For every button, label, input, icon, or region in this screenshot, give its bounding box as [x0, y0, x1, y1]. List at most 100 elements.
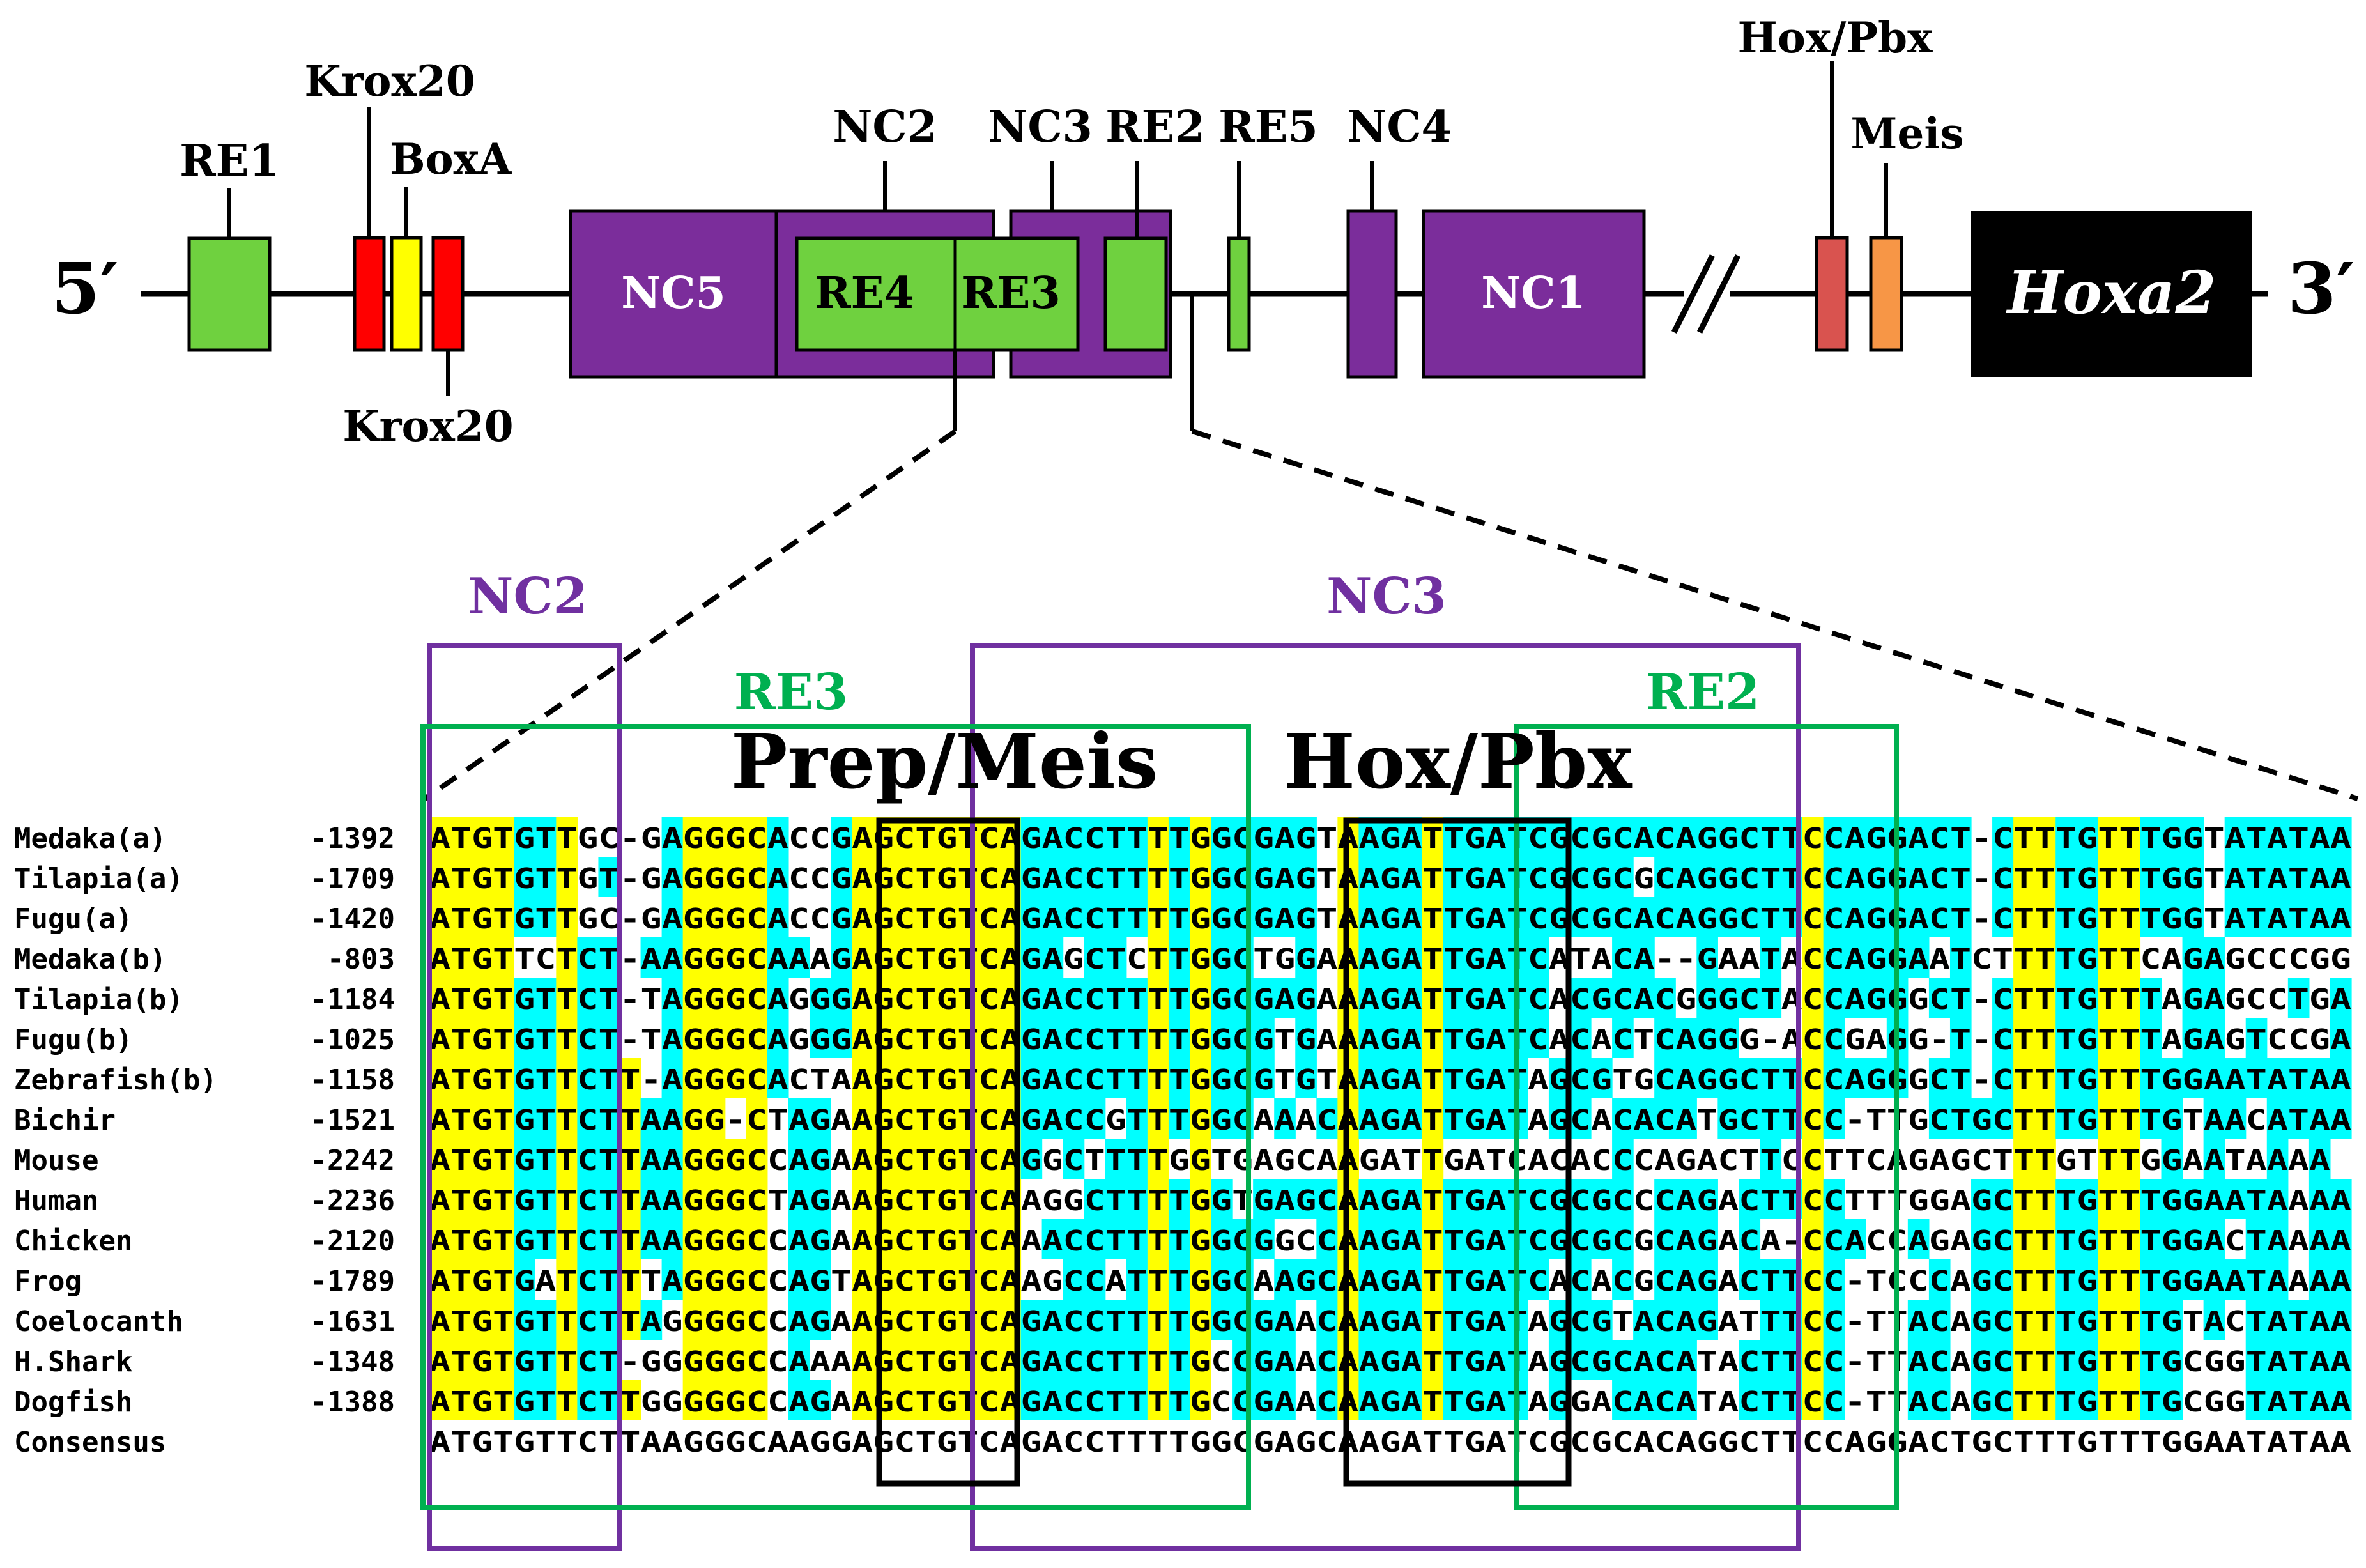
alignment-shade-cell [1907, 817, 1930, 857]
alignment-shade-cell [1422, 978, 1444, 1018]
alignment-shade-cell [894, 1300, 916, 1340]
alignment-shade-cell [1147, 1380, 1169, 1420]
alignment-shade-cell [472, 897, 493, 937]
alignment-shade-cell [1401, 1018, 1423, 1058]
alignment-shade-cell [429, 1340, 451, 1380]
alignment-shade-cell [809, 1018, 831, 1058]
alignment-shade-cell [2013, 1259, 2035, 1300]
alignment-shade-cell [1168, 857, 1190, 897]
alignment-shade-cell [472, 857, 493, 897]
alignment-shade-cell [1379, 1380, 1402, 1420]
alignment-shade-cell [2119, 1300, 2141, 1340]
alignment-shade-cell [1401, 937, 1423, 978]
alignment-shade-cell [957, 1259, 979, 1300]
alignment-shade-cell [598, 857, 620, 897]
alignment-shade-cell [514, 1380, 535, 1420]
alignment-shade-cell [1211, 1098, 1233, 1139]
alignment-shade-cell [2098, 1340, 2119, 1380]
alignment-shade-cell [725, 1219, 747, 1259]
alignment-shade-cell [1739, 857, 1761, 897]
alignment-shade-cell [1717, 857, 1739, 897]
alignment-shade-cell [493, 937, 514, 978]
alignment-shade-cell [852, 1300, 873, 1340]
alignment-shade-cell [1105, 937, 1127, 978]
alignment-shade-cell [1379, 937, 1402, 978]
alignment-shade-cell [1147, 1098, 1169, 1139]
alignment-shade-cell [2224, 1179, 2247, 1219]
alignment-shade-cell [535, 1300, 557, 1340]
alignment-shade-cell [2077, 1340, 2098, 1380]
alignment-shade-cell [746, 1219, 768, 1259]
alignment-shade-cell [535, 1098, 557, 1139]
alignment-shade-cell [1992, 1340, 2014, 1380]
alignment-shade-cell [1189, 817, 1211, 857]
alignment-shade-cell [2119, 1058, 2141, 1098]
alignment-shade-cell [1295, 1018, 1317, 1058]
alignment-shade-cell [1274, 1098, 1296, 1139]
alignment-shade-cell [2224, 817, 2247, 857]
alignment-shade-cell [640, 1098, 663, 1139]
alignment-shade-cell [936, 1098, 958, 1139]
alignment-shade-cell [682, 1058, 705, 1098]
alignment-shade-cell [493, 1098, 514, 1139]
alignment-shade-cell [2266, 857, 2289, 897]
sequence-text: ATGTGTTGC-GAGGGCACCGAGCTGTCAGACCTTTTGGCG… [429, 903, 2351, 935]
five-prime-label: 5′ [51, 247, 119, 330]
alignment-shade-cell [2330, 857, 2352, 897]
alignment-shade-cell [1253, 817, 1275, 857]
sequence-text: ATGTGTTCT-TAGGGCAGGGAGCTGTCAGACCTTTTGGCG… [429, 983, 2351, 1016]
re3-region-box [420, 724, 1251, 1510]
alignment-shade-cell [1105, 817, 1127, 857]
alignment-shade-cell [1612, 1380, 1634, 1420]
alignment-shade-cell [2182, 1259, 2204, 1300]
alignment-shade-cell [2161, 1139, 2183, 1179]
alignment-shade-cell [1379, 857, 1402, 897]
alignment-shade-cell [1591, 978, 1613, 1018]
alignment-shade-cell [915, 897, 937, 937]
alignment-shade-cell [1865, 1058, 1887, 1098]
alignment-shade-cell [2140, 1340, 2162, 1380]
alignment-shade-cell [514, 817, 535, 857]
alignment-shade-cell [2203, 978, 2225, 1018]
alignment-shade-cell [1020, 897, 1043, 937]
alignment-shade-cell [2161, 1058, 2183, 1098]
alignment-shade-cell [1464, 1259, 1486, 1300]
alignment-shade-cell [2098, 1259, 2119, 1300]
sequence-text: ATGTGTTCT-TAGGGCAGGGAGCTGTCAGACCTTTTGGCG… [429, 1024, 2351, 1056]
alignment-shade-cell [2013, 817, 2035, 857]
alignment-shade-cell [1316, 1380, 1338, 1420]
alignment-shade-cell [472, 1179, 493, 1219]
alignment-shade-cell [1527, 1259, 1549, 1300]
alignment-shade-cell [746, 1259, 768, 1300]
sequence-text: ATGTGTTCTTAAGG-CTAGAAGCTGTCAGACCGTTTGGCA… [429, 1104, 2351, 1137]
alignment-shade-cell [831, 817, 852, 857]
re4-label: RE4 [815, 268, 914, 319]
alignment-shade-cell [746, 817, 768, 857]
alignment-shade-cell [450, 897, 472, 937]
alignment-shade-cell [1211, 897, 1233, 937]
alignment-shade-cell [2077, 1380, 2098, 1420]
alignment-shade-cell [894, 1139, 916, 1179]
alignment-shade-cell [1675, 1259, 1697, 1300]
alignment-shade-cell [1274, 978, 1296, 1018]
alignment-shade-cell [1739, 1058, 1761, 1098]
alignment-shade-cell [2308, 1098, 2331, 1139]
alignment-shade-cell [1717, 897, 1739, 937]
alignment-shade-cell [2055, 817, 2077, 857]
alignment-shade-cell [1569, 1179, 1592, 1219]
alignment-shade-cell [852, 857, 873, 897]
alignment-shade-cell [725, 1139, 747, 1179]
alignment-shade-cell [2182, 978, 2204, 1018]
alignment-shade-cell [1527, 1179, 1549, 1219]
alignment-shade-cell [682, 978, 705, 1018]
alignment-shade-cell [1379, 1300, 1402, 1340]
alignment-shade-cell [619, 1058, 641, 1098]
alignment-shade-cell [2140, 817, 2162, 857]
alignment-shade-cell [894, 1179, 916, 1219]
alignment-shade-cell [1211, 817, 1233, 857]
re3-label: RE3 [961, 268, 1061, 319]
alignment-shade-cell [682, 1179, 705, 1219]
alignment-shade-cell [535, 817, 557, 857]
alignment-shade-cell [1041, 817, 1064, 857]
alignment-shade-cell [1739, 1219, 1761, 1259]
